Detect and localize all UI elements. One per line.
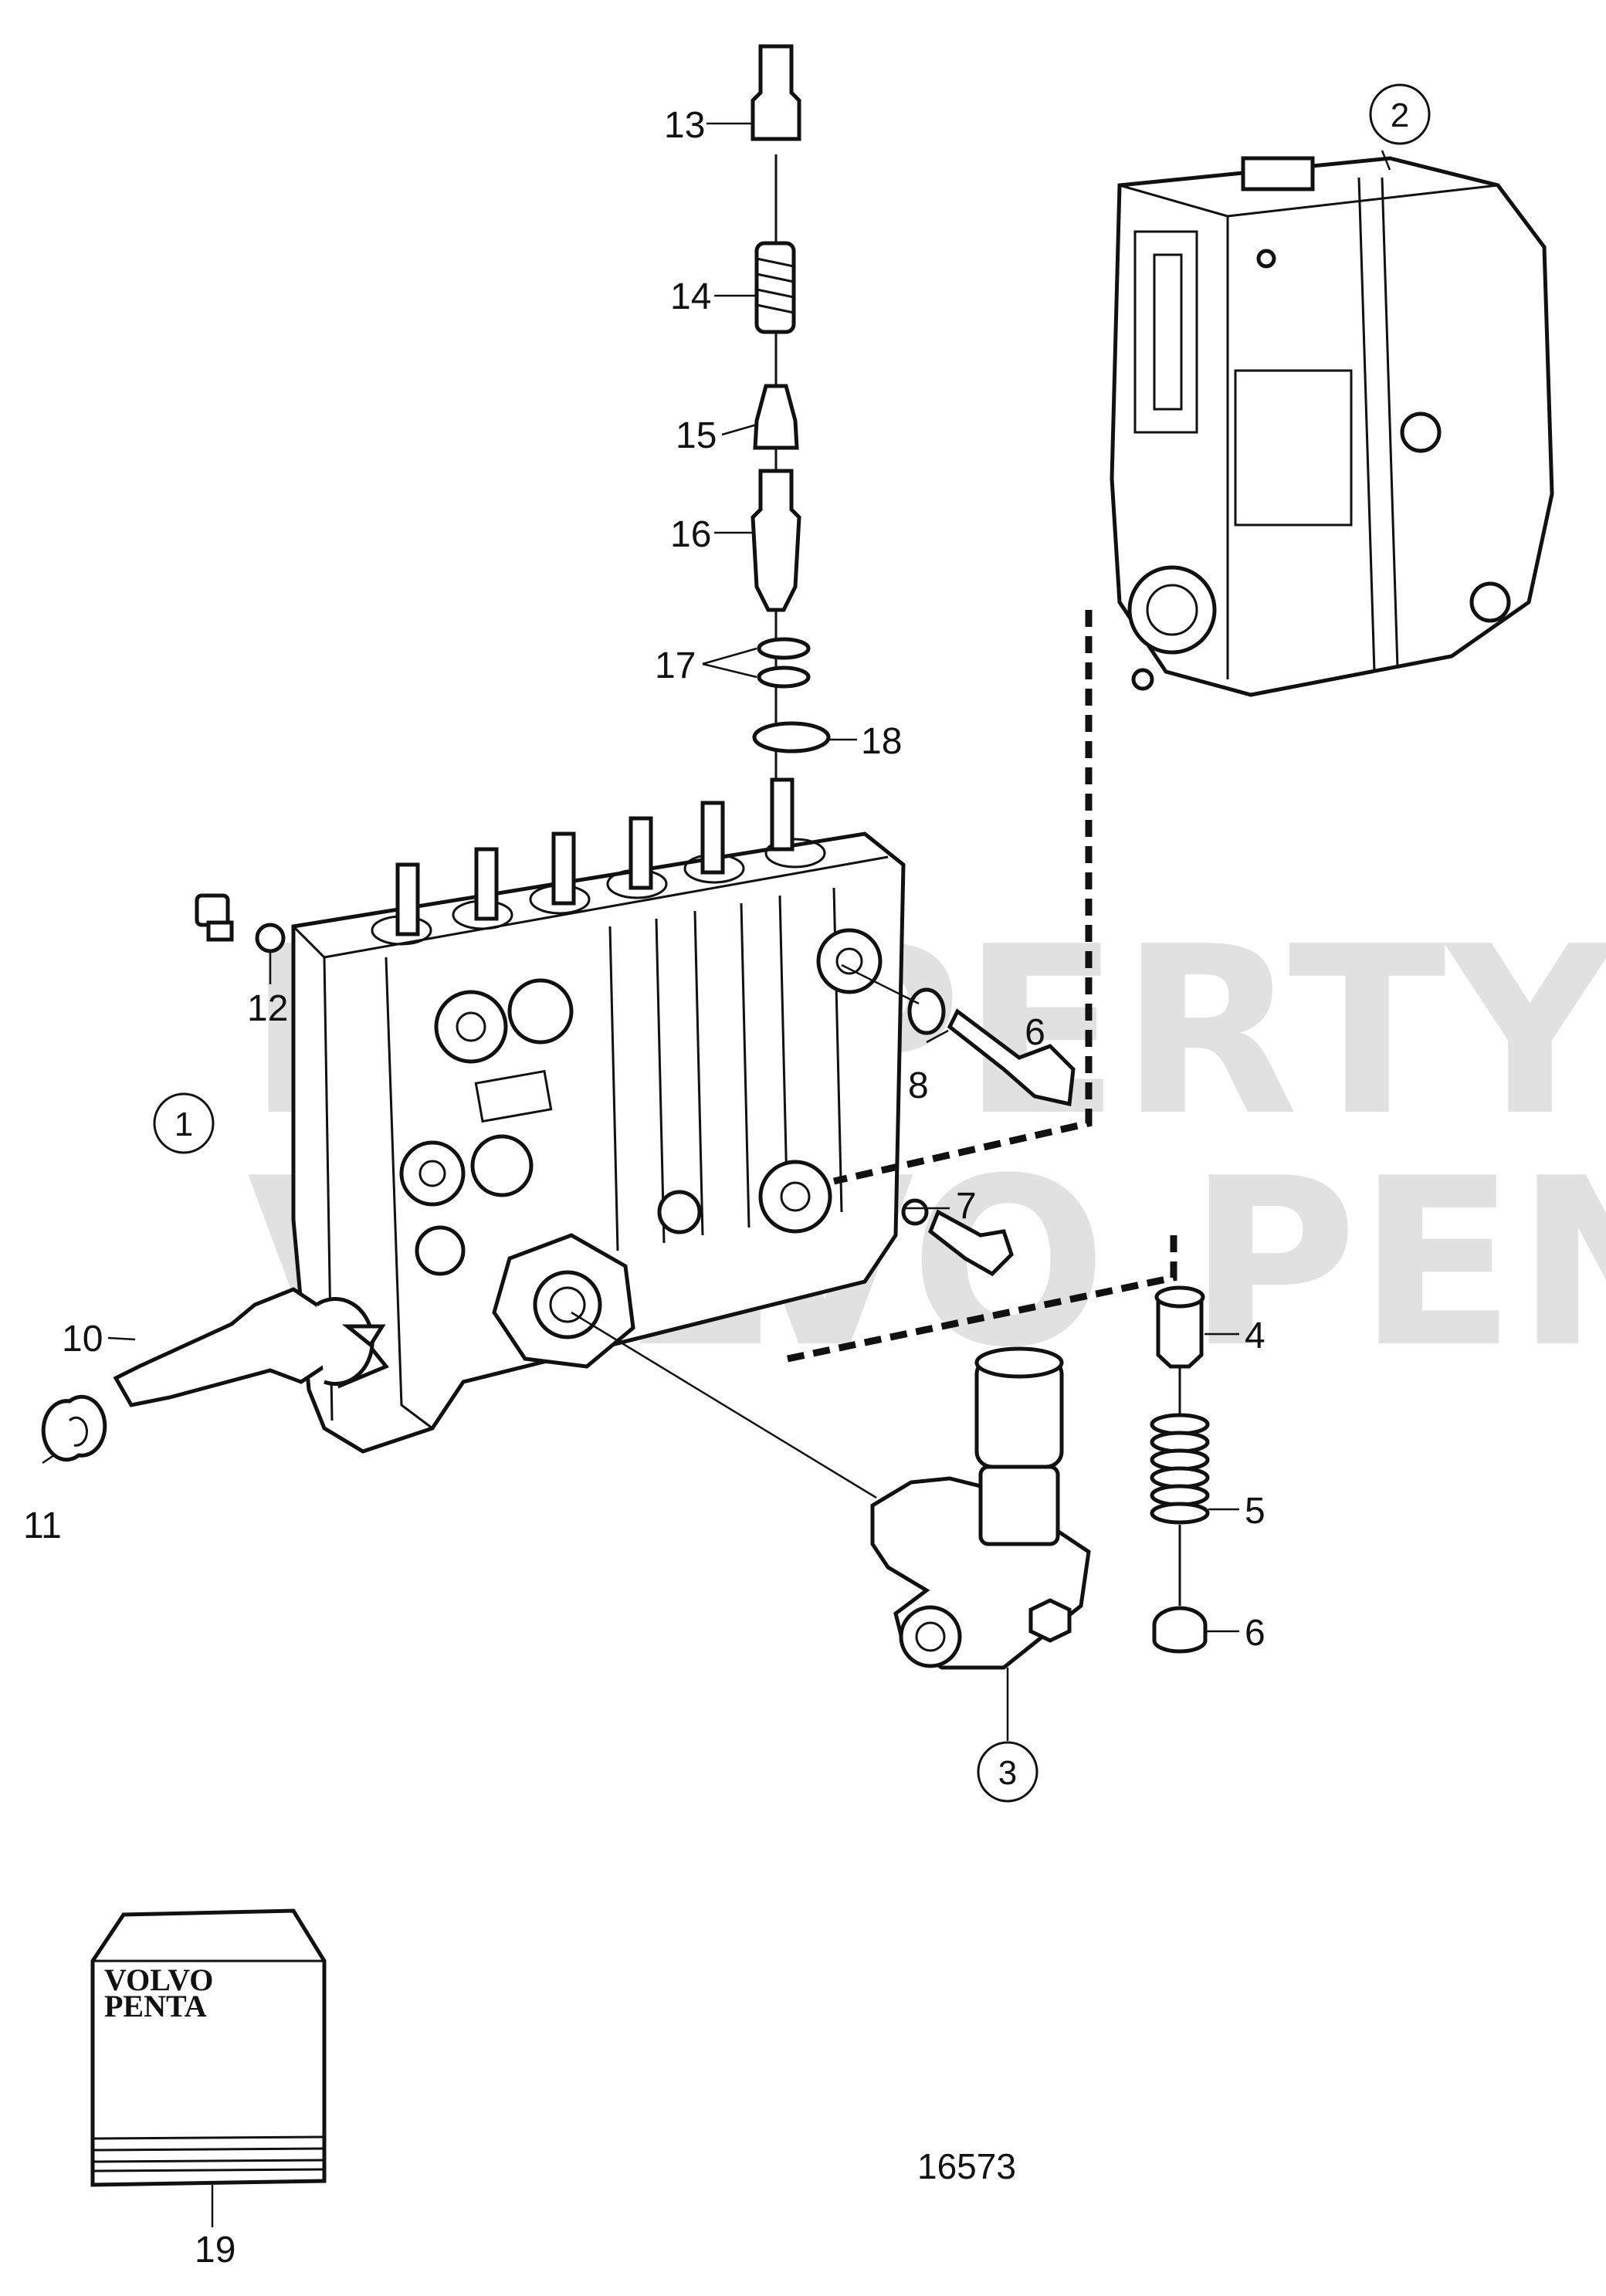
overflow-valve bbox=[841, 963, 1076, 1107]
label-12: 12 bbox=[247, 988, 288, 1029]
housing-bosses bbox=[399, 928, 883, 1276]
logo-volvo: VOLVO bbox=[104, 1962, 213, 1997]
label-17: 17 bbox=[655, 645, 696, 686]
label-15: 15 bbox=[676, 415, 717, 456]
leader-lines bbox=[42, 122, 1391, 1633]
label-10: 10 bbox=[62, 1319, 103, 1360]
label-19: 19 bbox=[195, 2230, 235, 2271]
spring-5 bbox=[1150, 1413, 1210, 1525]
label-9: 9 bbox=[1025, 1011, 1045, 1051]
delivery-valve-stack bbox=[750, 44, 831, 780]
label-7: 7 bbox=[956, 1186, 977, 1227]
assembly-dash-lines bbox=[787, 610, 1177, 1363]
feed-pump bbox=[571, 1311, 1091, 1741]
governor-housing bbox=[1110, 156, 1554, 697]
drawing-number: 16573 bbox=[917, 2146, 1016, 2186]
callout-1: 1 bbox=[153, 1092, 215, 1154]
valve-parts bbox=[1150, 1285, 1210, 1654]
callout-3-label: 3 bbox=[998, 1754, 1017, 1792]
studs bbox=[395, 777, 795, 936]
label-11: 11 bbox=[23, 1505, 62, 1546]
injection-pump-housing bbox=[291, 777, 906, 1454]
plug-screw bbox=[195, 893, 286, 984]
label-4: 4 bbox=[1245, 1316, 1265, 1356]
label-14: 14 bbox=[670, 276, 711, 317]
callout-3: 3 bbox=[977, 1741, 1038, 1803]
logo-penta: PENTA bbox=[104, 1989, 207, 2023]
label-5: 5 bbox=[1245, 1491, 1265, 1532]
label-16: 16 bbox=[670, 514, 711, 555]
camshaft-end bbox=[41, 1287, 390, 1462]
callout-2: 2 bbox=[1369, 83, 1431, 145]
label-6: 6 bbox=[1245, 1613, 1265, 1654]
part-number-labels: 13 14 15 16 17 18 12 9 8 7 10 11 4 5 6 1… bbox=[23, 105, 1265, 2271]
label-18: 18 bbox=[861, 721, 902, 762]
parts-catalog-book: VOLVO PENTA bbox=[90, 1908, 327, 2227]
label-8: 8 bbox=[908, 1065, 929, 1106]
callout-2-label: 2 bbox=[1391, 97, 1409, 134]
label-13: 13 bbox=[664, 105, 705, 146]
bolt-7 bbox=[901, 1198, 1014, 1277]
callout-1-label: 1 bbox=[174, 1106, 193, 1143]
